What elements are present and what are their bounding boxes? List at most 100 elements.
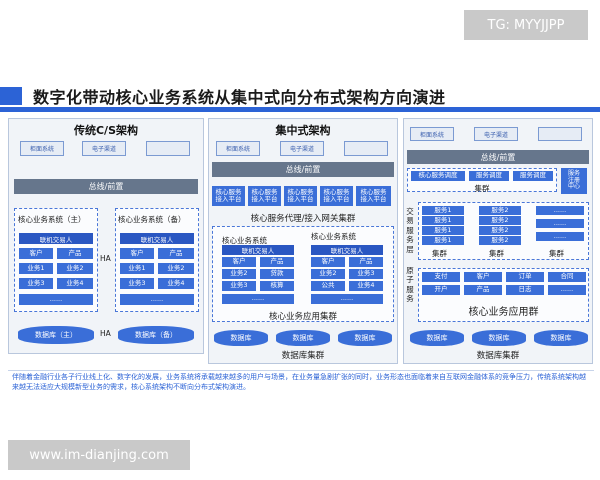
bus-frontend: 总线/前置 bbox=[14, 179, 198, 194]
atomic-service: 原子服务 bbox=[406, 266, 414, 304]
online-trader-backup: 联机交易人 bbox=[120, 233, 194, 244]
atom-open-account: 开户 bbox=[422, 285, 460, 295]
svc1-b: 服务1 bbox=[422, 216, 464, 225]
access-platform-3: 核心服务 接入平台 bbox=[284, 186, 317, 206]
database-backup: 数据库（备） bbox=[118, 326, 194, 344]
scheduler-cluster: 集群 bbox=[474, 184, 490, 193]
item-biz4-backup: 业务4 bbox=[158, 278, 194, 289]
access-platform-4: 核心服务 接入平台 bbox=[320, 186, 353, 206]
atom-pay: 支付 bbox=[422, 272, 460, 282]
item-customer: 客户 bbox=[19, 248, 53, 259]
atom-order: 订单 bbox=[506, 272, 544, 282]
channel-counter: 柜面系统 bbox=[20, 141, 64, 156]
watermark-top: TG: MYYJJPP bbox=[464, 10, 588, 40]
item-biz1-backup: 业务1 bbox=[120, 263, 154, 274]
cluster-label-2: 集群 bbox=[489, 249, 504, 258]
core-main-label: 核心业务系统（主） bbox=[18, 215, 86, 224]
mid-b-biz4: 业务4 bbox=[349, 281, 383, 291]
atom-log: 日志 bbox=[506, 285, 544, 295]
trade-service-layer: 交易服务层 bbox=[406, 207, 414, 254]
access-platform-5: 核心服务 接入平台 bbox=[356, 186, 391, 206]
title-underline bbox=[0, 107, 600, 112]
svc3-a: ...... bbox=[536, 206, 584, 215]
channel-electronic: 电子渠道 bbox=[82, 141, 126, 156]
cluster-label-1: 集群 bbox=[432, 249, 447, 258]
mid-a-biz3: 业务3 bbox=[222, 281, 256, 291]
mid-app-cluster: 核心业务应用集群 bbox=[268, 312, 337, 322]
right-channel-other bbox=[538, 127, 582, 141]
atom-product: 产品 bbox=[464, 285, 502, 295]
scheduler-3: 服务调度 bbox=[513, 171, 553, 181]
right-db-1: 数据库 bbox=[410, 330, 464, 346]
ha-label-top: HA bbox=[100, 254, 111, 263]
mid-a-accounting: 核算 bbox=[260, 281, 294, 291]
atom-contract: 合同 bbox=[548, 272, 586, 282]
online-trader: 联机交易人 bbox=[19, 233, 93, 244]
svc3-c: ...... bbox=[536, 232, 584, 241]
right-channel-counter: 柜面系统 bbox=[410, 127, 454, 141]
core-backup-label: 核心业务系统（备） bbox=[118, 215, 186, 224]
panel-cs-title: 传统C/S架构 bbox=[73, 124, 138, 137]
mid-db-2: 数据库 bbox=[276, 330, 330, 346]
right-app-cluster: 核心业务应用群 bbox=[468, 307, 539, 318]
ha-label-bottom: HA bbox=[100, 329, 111, 338]
mid-bus-frontend: 总线/前置 bbox=[212, 162, 394, 177]
item-biz1: 业务1 bbox=[19, 263, 53, 274]
mid-a-customer: 客户 bbox=[222, 257, 256, 267]
mid-a-loan: 贷款 bbox=[260, 269, 294, 279]
mid-db-3: 数据库 bbox=[338, 330, 392, 346]
mid-a-biz2: 业务2 bbox=[222, 269, 256, 279]
mid-core-label-a: 核心业务系统 bbox=[222, 236, 267, 245]
title-accent bbox=[0, 87, 22, 105]
mid-b-customer: 客户 bbox=[311, 257, 345, 267]
item-biz3-backup: 业务3 bbox=[120, 278, 154, 289]
mid-online-b: 联机交易人 bbox=[311, 245, 383, 255]
panel-centralized-title: 集中式架构 bbox=[275, 124, 331, 137]
svc2-c: 服务2 bbox=[479, 226, 521, 235]
mid-b-biz2: 业务2 bbox=[311, 269, 345, 279]
mid-b-common: 公共 bbox=[311, 281, 345, 291]
svc1-a: 服务1 bbox=[422, 206, 464, 215]
description-divider bbox=[8, 370, 594, 398]
mid-channel-electronic: 电子渠道 bbox=[280, 141, 324, 156]
svc2-d: 服务2 bbox=[479, 236, 521, 245]
watermark-bottom: www.im-dianjing.com bbox=[8, 440, 190, 470]
mid-channel-counter: 柜面系统 bbox=[216, 141, 260, 156]
access-gateway-cluster: 核心服务代理/接入网关集群 bbox=[250, 214, 356, 224]
channel-other bbox=[146, 141, 190, 156]
mid-db-1: 数据库 bbox=[214, 330, 268, 346]
page-title: 数字化带动核心业务系统从集中式向分布式架构方向演进 bbox=[33, 88, 446, 107]
right-db-2: 数据库 bbox=[472, 330, 526, 346]
mid-core-label-b: 核心业务系统 bbox=[311, 232, 356, 241]
database-main: 数据库（主） bbox=[18, 326, 94, 344]
right-bus-frontend: 总线/前置 bbox=[407, 150, 589, 164]
item-product-backup: 产品 bbox=[158, 248, 194, 259]
atom-customer: 客户 bbox=[464, 272, 502, 282]
item-biz2: 业务2 bbox=[57, 263, 93, 274]
scheduler-2: 服务调度 bbox=[469, 171, 509, 181]
mid-b-product: 产品 bbox=[349, 257, 383, 267]
item-biz3: 业务3 bbox=[19, 278, 53, 289]
right-db-cluster: 数据库集群 bbox=[476, 351, 520, 361]
cluster-label-3: 集群 bbox=[549, 249, 564, 258]
mid-channel-other bbox=[344, 141, 388, 156]
item-more-backup: ...... bbox=[120, 294, 194, 305]
right-db-3: 数据库 bbox=[534, 330, 588, 346]
svc3-b: ...... bbox=[536, 219, 584, 228]
svc1-d: 服务1 bbox=[422, 236, 464, 245]
mid-a-more: ...... bbox=[222, 294, 294, 304]
description-text: 伴随着金融行业各子行业线上化、数字化的发展，业务系统将承载越来越多的用户与场景，… bbox=[12, 373, 586, 392]
item-biz4: 业务4 bbox=[57, 278, 93, 289]
mid-b-more: ...... bbox=[311, 294, 383, 304]
svc2-a: 服务2 bbox=[479, 206, 521, 215]
item-biz2-backup: 业务2 bbox=[158, 263, 194, 274]
mid-b-biz3: 业务3 bbox=[349, 269, 383, 279]
item-customer-backup: 客户 bbox=[120, 248, 154, 259]
access-platform-1: 核心服务 接入平台 bbox=[212, 186, 245, 206]
mid-online-a: 联机交易人 bbox=[222, 245, 294, 255]
right-channel-electronic: 电子渠道 bbox=[474, 127, 518, 141]
mid-db-cluster: 数据库集群 bbox=[281, 351, 325, 361]
core-scheduler: 核心服务调度 bbox=[411, 171, 465, 181]
svc1-c: 服务1 bbox=[422, 226, 464, 235]
atom-more: ...... bbox=[548, 285, 586, 295]
